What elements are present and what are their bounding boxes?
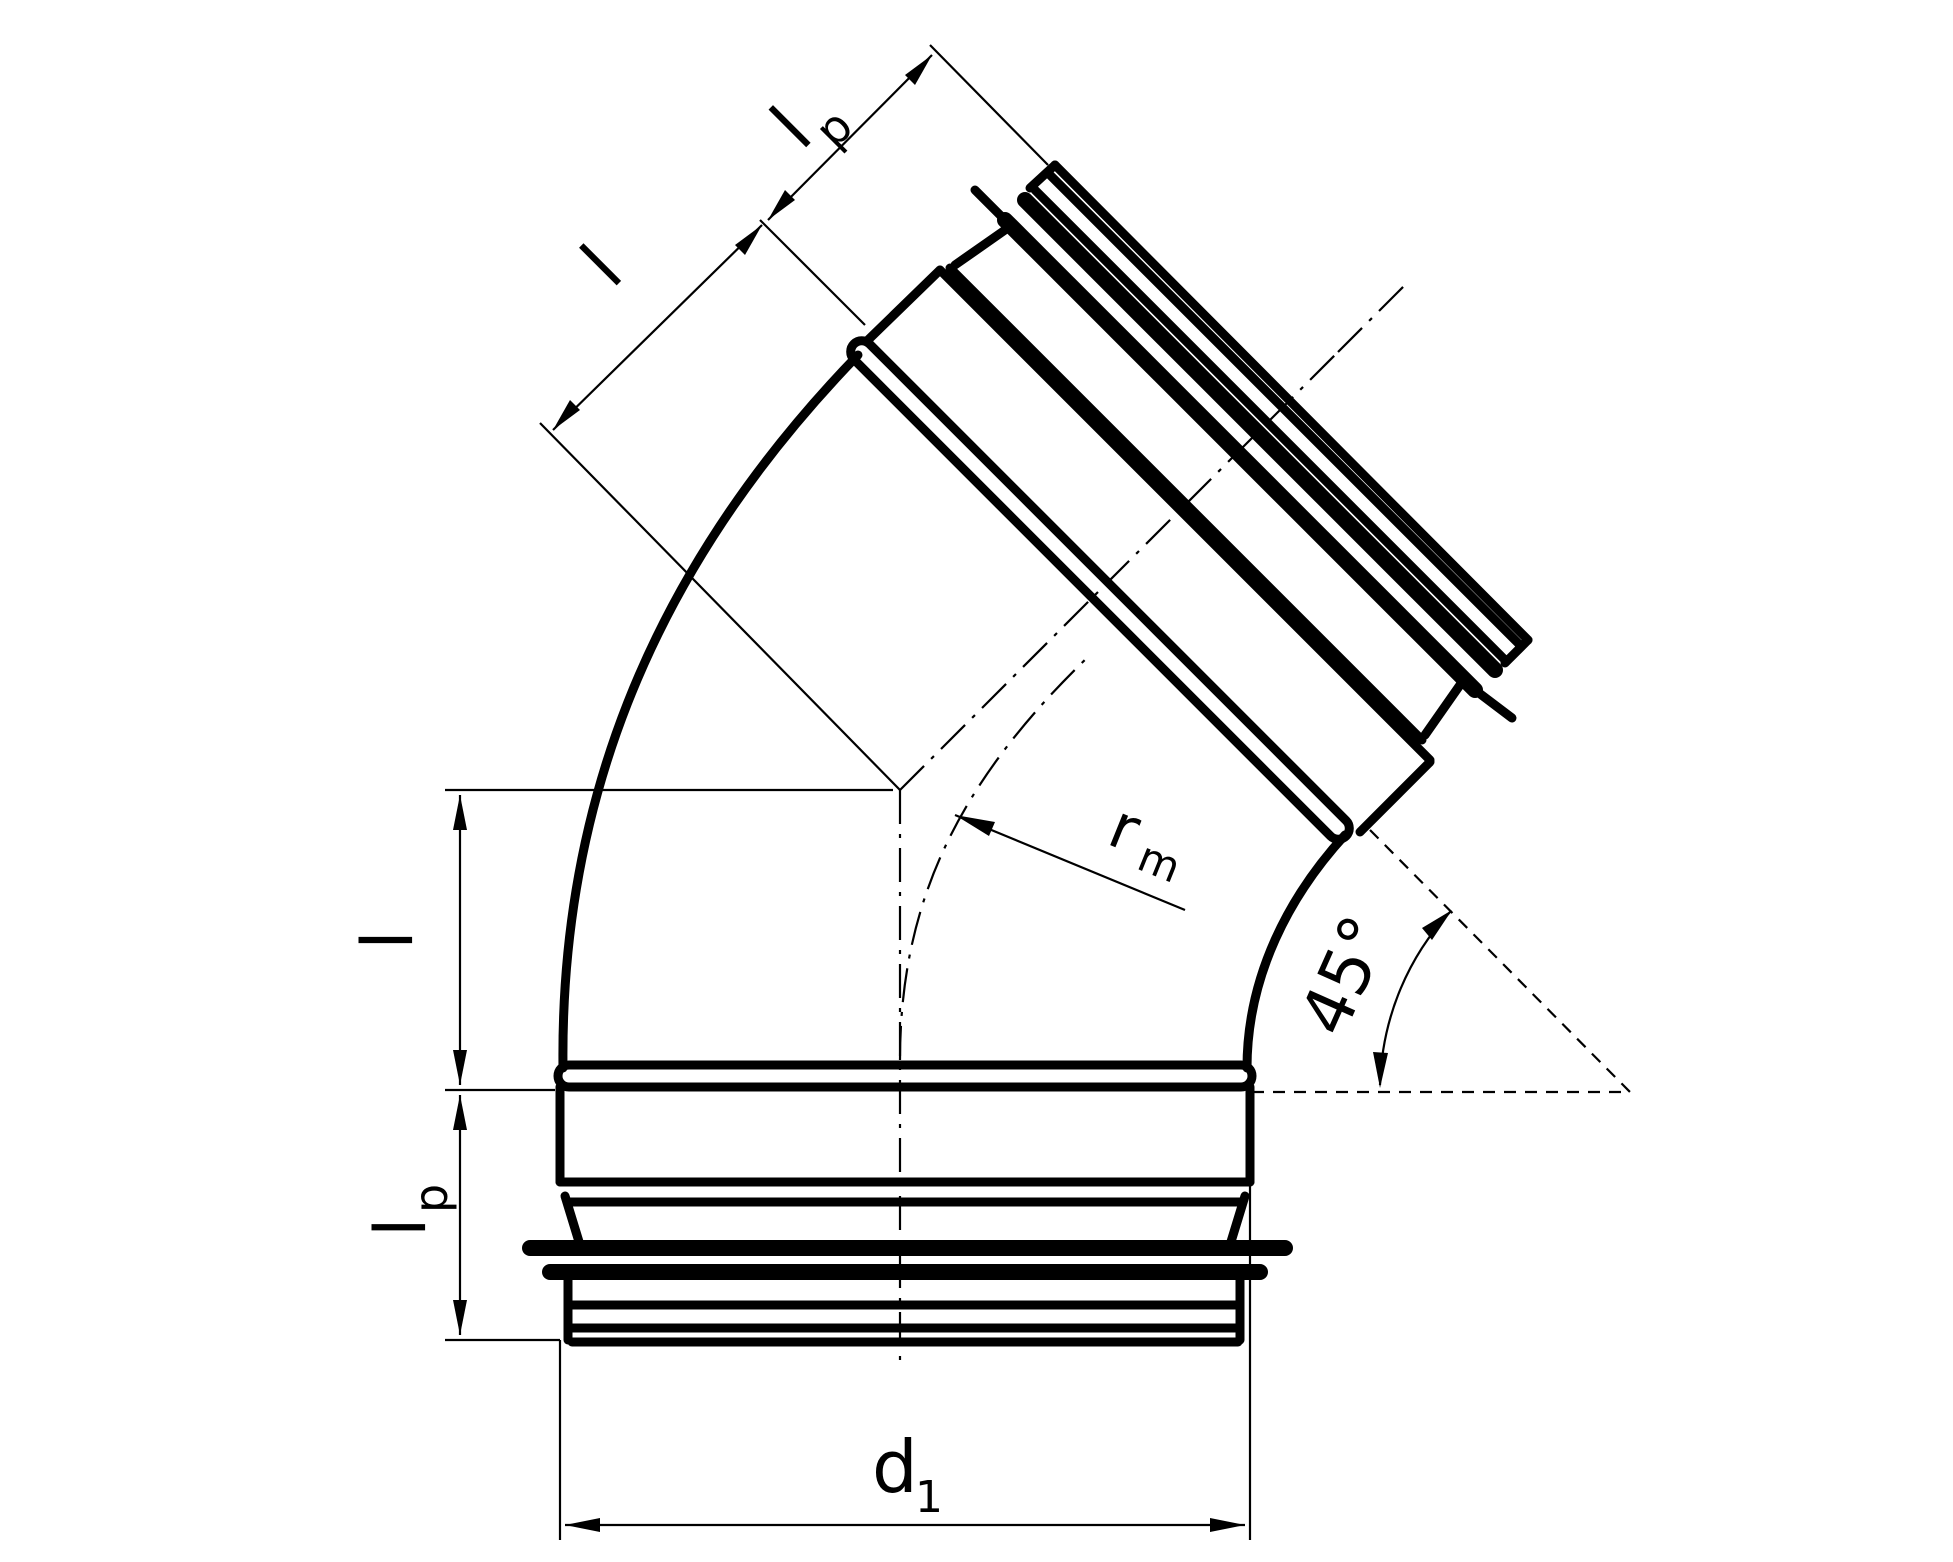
arrow-d1-right [1210,1518,1245,1532]
inclined-axis [899,351,1339,791]
inclined-axis-extension [1337,279,1411,353]
dim-line-l-upper [552,224,763,431]
arrow-lp-bottom [453,1300,467,1335]
dim-angle: 45° [1252,829,1631,1094]
upper-taper-left [950,225,1010,270]
bottom-gasket-lip-left-2 [548,1265,562,1279]
dim-lp-bottom: l p [360,1095,560,1342]
label-l-bottom: l [347,930,429,949]
upper-spigot-cap-right [1500,635,1533,668]
arrow-l-top [453,795,467,830]
upper-socket [846,160,1533,844]
center-lines [898,351,1339,1370]
angle-ref-inclined [1369,829,1631,1093]
dim-rm: r m [954,789,1188,912]
arrow-angle-bottom [1373,1052,1388,1088]
upper-socket-inner-edge [945,263,1427,745]
dim-line-rm [954,813,1186,912]
label-d1-d: d [872,1425,918,1509]
inner-bend-arc [1242,830,1350,1073]
upper-gasket-lip-left [970,185,1010,225]
label-d1-sub: 1 [915,1472,943,1523]
arrow-l-upper-2 [735,225,762,255]
arrow-d1-left [565,1518,600,1532]
upper-gasket-outer [1017,192,1503,678]
upper-socket-left-wall [863,265,945,345]
upper-spigot-end [1050,160,1533,645]
label-rm-m: m [1131,832,1187,893]
upper-spigot-band-1 [1030,185,1510,665]
upper-gasket-lip-right [1470,685,1517,723]
arrow-lp-upper-2 [905,55,932,85]
upper-socket-right-wall [1355,757,1435,837]
upper-spigot-cap-left [1025,160,1060,193]
upper-spigot-band-2 [1045,170,1525,650]
bottom-taper-right [1225,1191,1250,1250]
dim-line-lp-upper [767,54,933,221]
dim-l-bottom: l [347,788,893,1092]
bottom-gasket-lip-right-2 [1253,1265,1267,1279]
bottom-bead-ring [553,1060,1257,1092]
ext-line-lp-upper [929,44,1049,166]
dim-l-upper: l [539,219,901,791]
arrow-lp-top [453,1095,467,1130]
mean-radius-arc [898,654,1091,1061]
ext-line-l-upper-2 [759,219,866,326]
bottom-gasket-lip-right [1279,1242,1291,1254]
dim-d1: d 1 [558,1090,1252,1540]
bottom-taper-left [560,1191,585,1250]
arrow-l-upper-1 [553,400,580,430]
label-lp-bottom-l: l [360,1218,442,1237]
label-lp-bottom-p: p [404,1184,458,1213]
label-l-upper: l [566,230,638,302]
upper-socket-edge [935,265,1435,765]
outer-bend-arc [558,350,863,1073]
bottom-gasket-lip-left [524,1242,536,1254]
ext-line-l-upper-1 [539,422,901,791]
arrow-angle-top [1422,910,1452,940]
arrow-l-bottom [453,1050,467,1085]
upper-gasket-inner [997,212,1483,698]
bend-body [558,350,1350,1073]
dim-lp-upper: l p [756,44,1049,221]
upper-taper-right [1420,680,1465,740]
arrow-rm [955,815,995,836]
arrow-lp-upper-1 [768,190,795,220]
bottom-socket [522,1060,1293,1347]
